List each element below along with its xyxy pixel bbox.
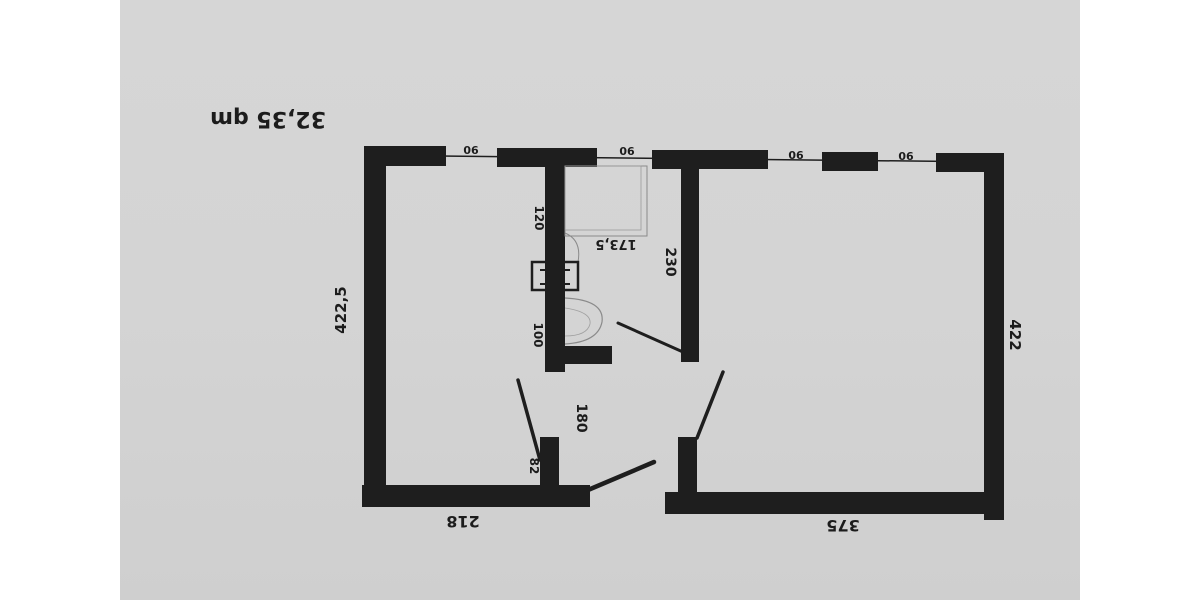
shower-outline (564, 165, 648, 237)
area-label: 32,35 qm (210, 106, 326, 131)
wall-bottom-left (362, 485, 590, 507)
bottom-left-label: 218 (446, 512, 479, 531)
wall-left (364, 146, 386, 502)
wall-top-2 (497, 148, 597, 167)
door-swing (695, 370, 725, 440)
shower-outline-inner (564, 165, 642, 231)
fixture-box (530, 260, 580, 292)
shower-width-label: 173,5 (595, 236, 636, 251)
bathroom-top-label: 120 (532, 205, 546, 230)
wall-top-4 (822, 152, 878, 171)
wall-top-1 (368, 146, 446, 166)
door-swing (516, 378, 542, 462)
toilet-outline (564, 297, 603, 345)
corridor-label: 180 (573, 403, 589, 432)
wall-door-stub-left (540, 437, 559, 497)
wall-right (984, 153, 1004, 520)
wall-top-3 (652, 150, 768, 169)
window-label-3: 90 (788, 148, 804, 161)
window-label-4: 90 (898, 149, 914, 162)
wall-door-stub-right (678, 437, 697, 499)
right-wall-label: 422 (1006, 319, 1024, 350)
wall-partition (681, 160, 699, 362)
door-swing (616, 321, 685, 354)
bottom-right-label: 375 (826, 516, 859, 535)
bathroom-bottom-label: 100 (531, 322, 545, 347)
door-width-label: 82 (527, 458, 541, 475)
window-label-1: 90 (463, 143, 479, 156)
left-wall-label: 422,5 (332, 286, 350, 333)
wall-bottom-right (665, 492, 1001, 514)
door-swing (585, 459, 657, 493)
partition-label: 230 (662, 247, 678, 276)
wall-bathroom (545, 160, 565, 372)
window-label-2: 90 (619, 144, 635, 157)
toilet-inner (564, 307, 591, 337)
sink-arc (564, 232, 580, 263)
wall-bathroom-stub (558, 346, 612, 364)
